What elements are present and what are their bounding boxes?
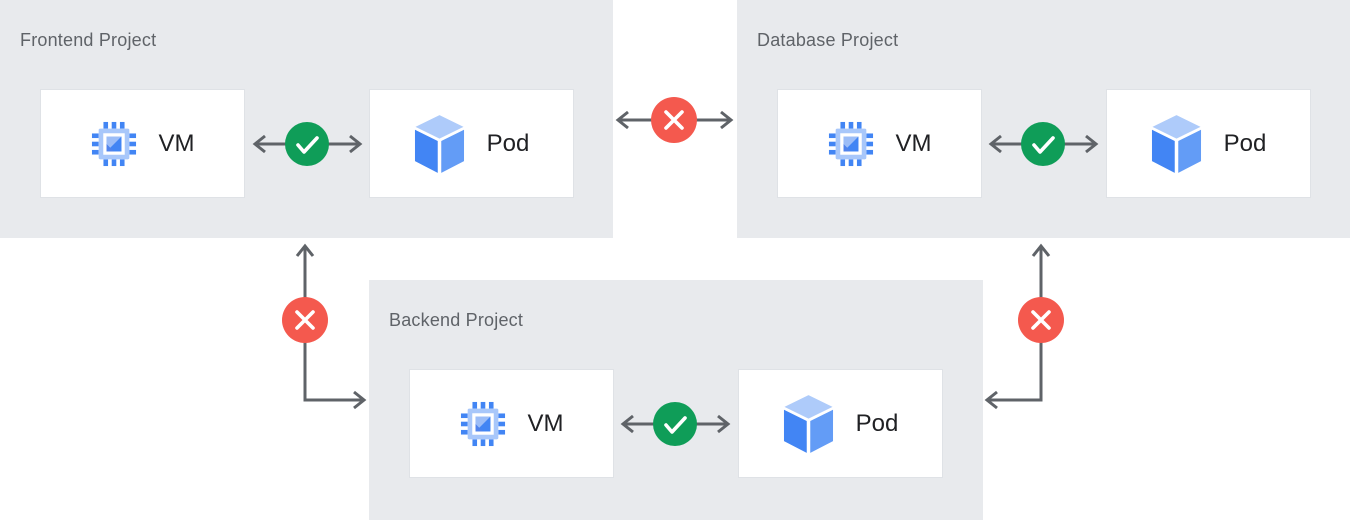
x-icon [282, 297, 328, 343]
database-vm-node: VM [777, 89, 982, 198]
backend-vm-node: VM [409, 369, 614, 478]
backend-pod-label: Pod [855, 409, 899, 437]
frontend-vm-node: VM [40, 89, 245, 198]
vm-chip-icon [91, 121, 136, 166]
pod-cube-icon [783, 394, 833, 453]
connection-database-backend [984, 243, 1064, 410]
vm-chip-icon [460, 401, 505, 446]
backend-vm-label: VM [527, 409, 564, 437]
panel-backend-project: Backend Project VM Pod [369, 280, 983, 520]
connection-frontend-database [615, 97, 734, 143]
panel-title-backend: Backend Project [389, 310, 524, 330]
frontend-pod-node: Pod [369, 89, 574, 198]
database-vm-label: VM [895, 129, 932, 157]
x-icon [651, 97, 697, 143]
connection-frontend-backend [282, 243, 367, 410]
backend-pod-node: Pod [738, 369, 943, 478]
panel-title-database: Database Project [757, 30, 899, 50]
vm-chip-icon [828, 121, 873, 166]
panel-database-project: Database Project VM Pod [737, 0, 1350, 238]
pod-cube-icon [1151, 114, 1201, 173]
panel-frontend-project: Frontend Project VM Pod [0, 0, 613, 238]
panel-title-frontend: Frontend Project [20, 30, 157, 50]
pod-cube-icon [414, 114, 464, 173]
database-pod-node: Pod [1106, 89, 1311, 198]
frontend-vm-label: VM [158, 129, 195, 157]
frontend-pod-label: Pod [486, 129, 530, 157]
database-pod-label: Pod [1223, 129, 1267, 157]
x-icon [1018, 297, 1064, 343]
